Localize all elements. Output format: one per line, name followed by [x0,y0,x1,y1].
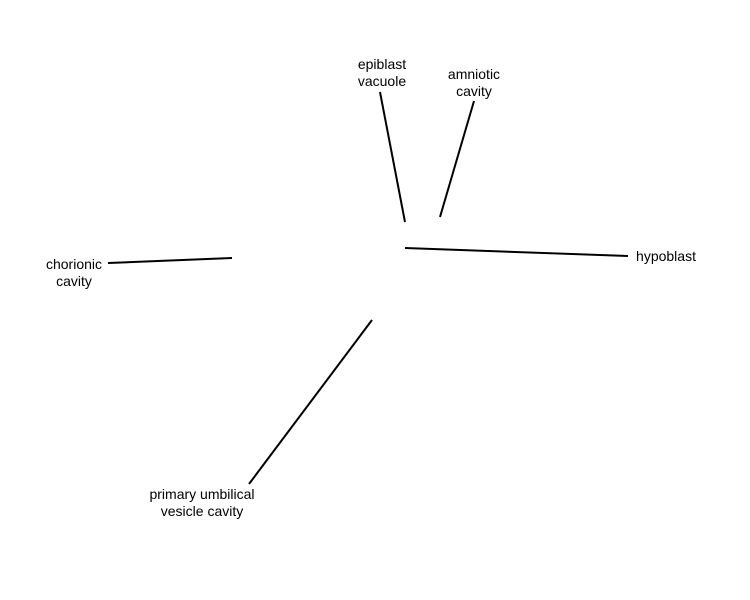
label-epiblast-vacuole: epiblast vacuole [357,56,407,89]
label-amniotic-cavity: amniotic cavity [447,66,501,99]
label-primary-umbilical-vesicle-cavity: primary umbilical vesicle cavity [149,486,255,519]
leader-line-epiblast-vacuole [379,91,406,223]
leader-line-hypoblast [404,247,629,257]
leader-line-chorionic-cavity [107,257,233,264]
label-hypoblast: hypoblast [636,248,696,264]
label-chorionic-cavity: chorionic cavity [45,256,103,289]
leader-line-amniotic-cavity [439,100,475,218]
leader-line-primary-umbilical-vesicle-cavity [248,319,373,485]
